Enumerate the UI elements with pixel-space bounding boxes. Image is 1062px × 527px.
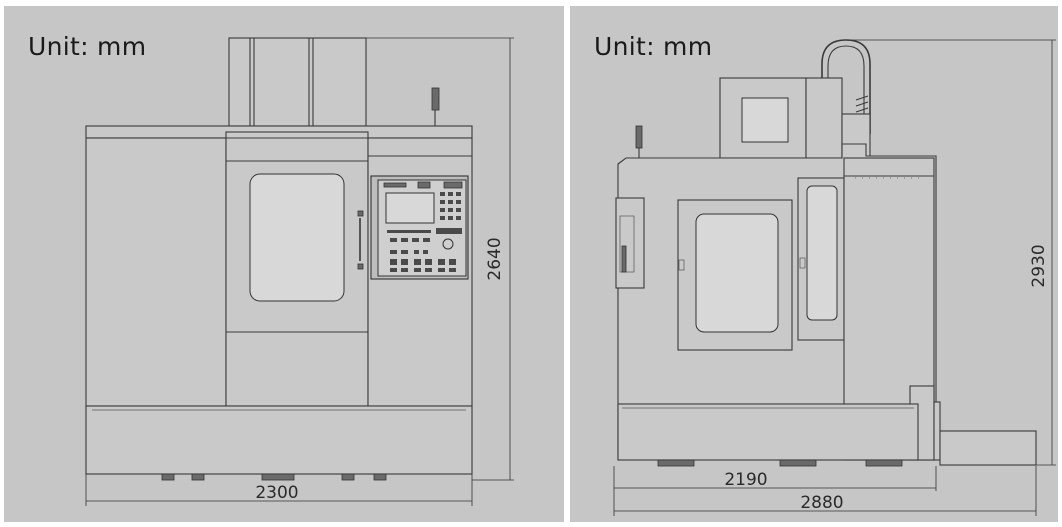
side-height-dimension-line: [846, 39, 1056, 466]
side-depth-machine-label: 2190: [724, 470, 767, 490]
height-dimension-line: [366, 37, 514, 481]
cnc-control-panel: [370, 175, 469, 280]
side-base: [617, 403, 919, 461]
leveling-feet: [161, 473, 387, 481]
width-dimension-line: [85, 474, 473, 506]
side-depth-total-label: 2880: [800, 493, 843, 513]
front-view-panel: 2300 2640 Unit: mm: [4, 6, 564, 522]
left-side-panel: [85, 137, 227, 407]
side-view-panel: 2190 2880 2930 Unit: mm: [570, 6, 1058, 522]
cnc-screen: [385, 192, 435, 224]
side-leveling-feet: [657, 459, 903, 467]
front-unit-label: Unit: mm: [28, 32, 147, 61]
depth-machine-dimension-line: [613, 466, 937, 491]
spindle-window: [741, 97, 789, 143]
machine-base: [85, 405, 473, 475]
door-handle: [357, 210, 364, 270]
chip-conveyor: [939, 430, 1037, 466]
spindle-column: [228, 37, 367, 127]
side-unit-label: Unit: mm: [594, 32, 713, 61]
signal-tower-side: [635, 125, 643, 158]
depth-total-dimension-line: [613, 466, 1037, 516]
signal-tower: [431, 87, 440, 126]
side-view-drawing: 2190 2880 2930: [613, 39, 1056, 516]
door-window: [249, 173, 345, 302]
front-width-label: 2300: [255, 483, 298, 503]
side-window: [695, 213, 779, 333]
side-door: [615, 197, 645, 289]
side-height-label: 2930: [1029, 244, 1049, 287]
front-view-drawing: 2300 2640: [85, 37, 514, 506]
front-height-label: 2640: [485, 237, 505, 280]
